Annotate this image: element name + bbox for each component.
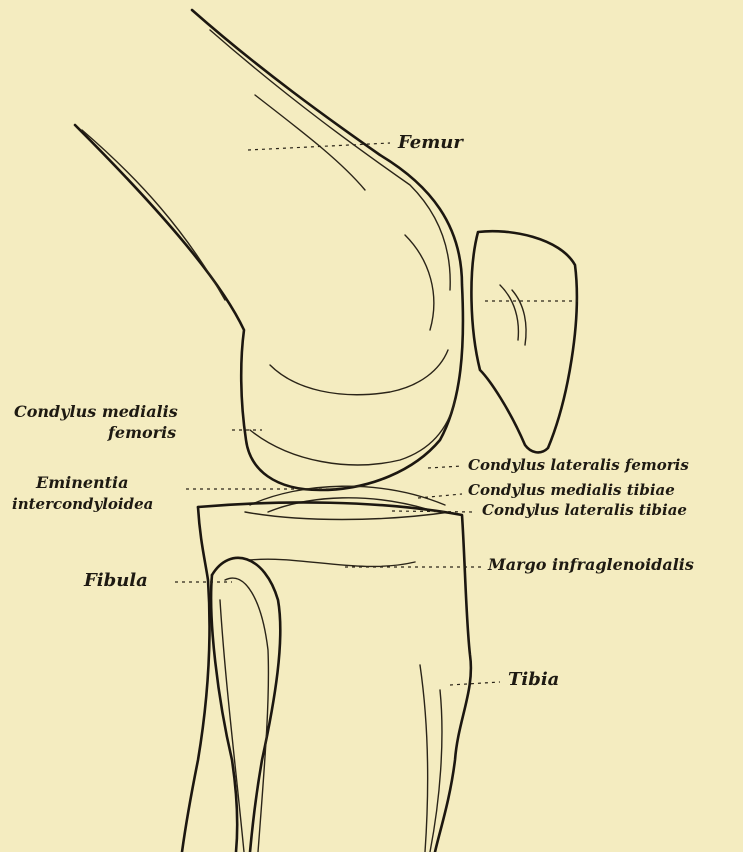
label-femur: Femur bbox=[398, 133, 463, 153]
label-condylus-medialis-femoris-line1: Condylus medialis bbox=[14, 402, 178, 422]
label-margo-infraglenoidalis: Margo infraglenoidalis bbox=[488, 555, 694, 575]
label-fibula: Fibula bbox=[84, 571, 148, 591]
label-condylus-lateralis-tibiae: Condylus lateralis tibiae bbox=[482, 500, 687, 520]
leader-tibia bbox=[450, 682, 500, 685]
label-tibia: Tibia bbox=[508, 670, 559, 690]
label-condylus-medialis-femoris-line2: femoris bbox=[108, 423, 176, 443]
tibia-outline bbox=[182, 502, 471, 852]
label-eminentia-line2: intercondyloidea bbox=[12, 494, 153, 514]
label-eminentia-line1: Eminentia bbox=[36, 473, 128, 493]
label-condylus-lateralis-femoris: Condylus lateralis femoris bbox=[468, 455, 689, 475]
leader-lines bbox=[175, 143, 578, 685]
leader-condylus-lateralis-femoris bbox=[428, 466, 462, 468]
patella-outline bbox=[471, 231, 576, 452]
fibula-outline bbox=[211, 558, 280, 852]
label-condylus-medialis-tibiae: Condylus medialis tibiae bbox=[468, 480, 675, 500]
